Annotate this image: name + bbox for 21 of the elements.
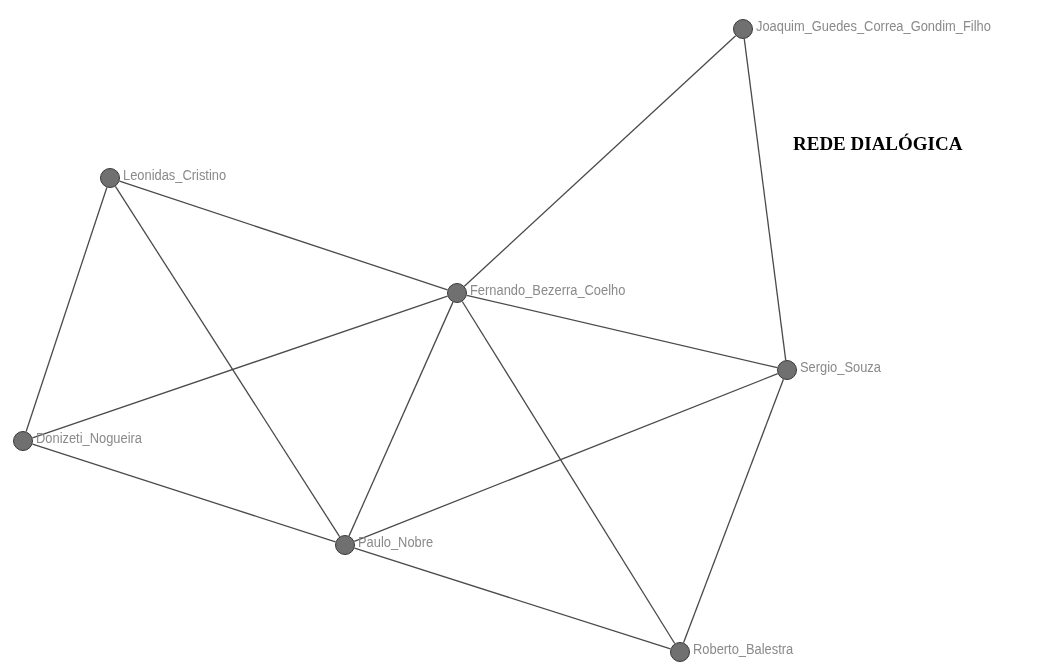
node-label: Fernando_Bezerra_Coelho (470, 282, 626, 298)
connector-line (31, 295, 449, 439)
connector-line (466, 294, 778, 369)
diagram-title: REDE DIALÓGICA (793, 133, 963, 155)
connector-line (31, 443, 337, 543)
connector-line (353, 547, 672, 650)
connector-line (353, 373, 779, 542)
connector-line (682, 378, 785, 644)
connector-line (461, 300, 676, 645)
connector-line (114, 185, 341, 538)
connector-line (25, 186, 108, 433)
connector-line (118, 180, 449, 291)
node-label: Roberto_Balestra (693, 641, 794, 657)
node-label: Donizeti_Nogueira (36, 430, 142, 446)
node-label: Leonidas_Cristino (123, 167, 227, 183)
node-label: Joaquim_Guedes_Correa_Gondim_Filho (756, 18, 991, 34)
connector-line (743, 38, 787, 361)
node-label: Paulo_Nobre (358, 534, 434, 550)
node-label: Sergio_Souza (800, 359, 881, 375)
connector-line (463, 35, 737, 287)
connector-line (348, 301, 454, 537)
